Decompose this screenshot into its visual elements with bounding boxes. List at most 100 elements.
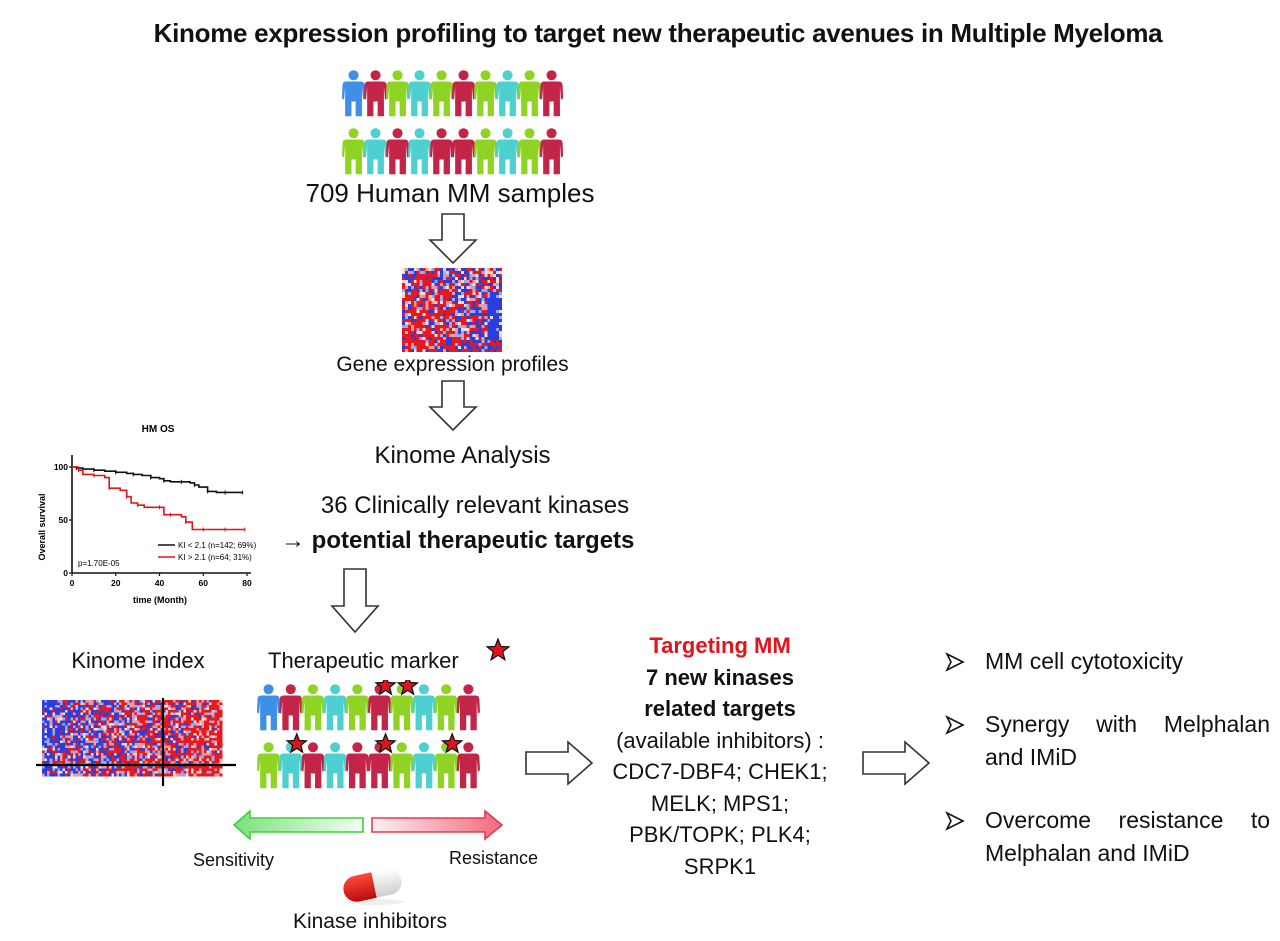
cohort-label: 709 Human MM samples <box>305 178 595 208</box>
resistance-arrow-icon <box>371 809 504 841</box>
kinome-analysis-label: Kinome Analysis <box>374 442 551 469</box>
down-arrow-icon <box>428 380 478 432</box>
targeting-line3: (available inhibitors) : <box>616 727 824 753</box>
person-icon <box>323 742 347 789</box>
x-tick-label: 80 <box>242 578 252 588</box>
sensitivity-arrow-icon <box>232 809 364 841</box>
right-arrow-icon: → <box>281 527 305 554</box>
star-icon <box>285 732 309 754</box>
cohort-people <box>342 70 564 175</box>
person-icon <box>496 128 520 175</box>
targets-label: potential therapeutic targets <box>311 527 635 554</box>
person-icon <box>279 684 303 731</box>
outcome-text: Overcome resistance to Melphalan and IMi… <box>985 807 1270 866</box>
person-icon <box>540 70 564 117</box>
person-icon <box>452 70 476 117</box>
person-icon <box>390 742 414 789</box>
person-icon <box>364 128 388 175</box>
down-arrow-icon <box>330 568 380 634</box>
person-icon <box>430 128 454 175</box>
figure-title: Kinome expression profiling to target ne… <box>153 18 1163 48</box>
person-icon <box>342 128 366 175</box>
y-tick-label: 0 <box>63 568 68 578</box>
person-icon <box>412 742 436 789</box>
outcome-item: Overcome resistance to Melphalan and IMi… <box>945 804 1270 870</box>
chart-ylabel: Overall survival <box>37 493 47 560</box>
outcome-text: MM cell cytotoxicity <box>985 648 1184 674</box>
person-icon <box>412 684 436 731</box>
person-icon <box>345 742 369 789</box>
legend-label: KI > 2.1 (n=64; 31%) <box>178 553 252 562</box>
outcomes-list: MM cell cytotoxicity Synergy with Melpha… <box>945 645 1270 900</box>
targeting-heading: Targeting MM <box>649 633 791 658</box>
kinome-index-label: Kinome index <box>71 648 205 673</box>
person-icon <box>456 742 480 789</box>
x-tick-label: 40 <box>155 578 165 588</box>
right-arrow-icon <box>525 740 594 786</box>
chart-title: HM OS <box>142 424 175 435</box>
survival-curve <box>72 466 245 531</box>
star-icon <box>374 732 397 754</box>
sensitivity-label: Sensitivity <box>193 850 275 870</box>
chart-annotation: p=1.70E-05 <box>78 559 120 568</box>
survival-curve <box>72 466 243 494</box>
person-icon <box>323 684 347 731</box>
right-arrow-icon <box>862 740 931 786</box>
person-icon <box>456 684 480 731</box>
arrowhead-bullet-icon <box>945 715 965 735</box>
outcome-item: MM cell cytotoxicity <box>945 645 1270 678</box>
star-icon <box>374 680 397 696</box>
x-tick-label: 20 <box>111 578 121 588</box>
person-icon <box>345 684 369 731</box>
x-tick-label: 0 <box>70 578 75 588</box>
person-icon <box>452 128 476 175</box>
therapeutic-marker-label: Therapeutic marker <box>268 648 459 673</box>
legend-label: KI < 2.1 (n=142; 69%) <box>178 541 257 550</box>
star-icon <box>440 732 464 754</box>
person-icon <box>430 70 454 117</box>
kinase-list-line: SRPK1 <box>683 853 757 879</box>
person-icon <box>301 684 325 731</box>
kinase-list-line: MELK; MPS1; <box>650 790 790 816</box>
person-icon <box>257 742 281 789</box>
person-icon <box>342 70 366 117</box>
person-icon <box>518 128 542 175</box>
person-icon <box>474 70 498 117</box>
resistance-label: Resistance <box>449 848 539 868</box>
y-tick-label: 50 <box>59 515 69 525</box>
targeting-line1: 7 new kinases <box>646 664 794 690</box>
gene-expression-label: Gene expression profiles <box>336 353 569 376</box>
therapeutic-marker-people <box>257 680 480 789</box>
person-icon <box>257 684 281 731</box>
person-icon <box>386 70 410 117</box>
arrowhead-bullet-icon <box>945 811 965 831</box>
person-icon <box>364 70 388 117</box>
person-icon <box>386 128 410 175</box>
targeting-line2: related targets <box>644 696 796 721</box>
star-icon <box>486 638 510 662</box>
star-icon <box>396 680 420 696</box>
y-tick-label: 100 <box>54 462 68 472</box>
survival-chart: HM OS Overall survival time (Month) p=1.… <box>37 424 257 605</box>
kinase-list-line: PBK/TOPK; PLK4; <box>629 822 811 847</box>
person-icon <box>434 684 458 731</box>
person-icon <box>408 70 432 117</box>
person-icon <box>408 128 432 175</box>
kinases-label: 36 Clinically relevant kinases <box>320 492 630 519</box>
outcome-text: Synergy with Melphalan and IMiD <box>985 711 1270 770</box>
x-tick-label: 60 <box>199 578 209 588</box>
targets-line: → potential therapeutic targets <box>281 527 634 555</box>
gene-expression-heatmap <box>402 268 502 352</box>
kinome-index-heatmap <box>36 698 236 786</box>
person-icon <box>540 128 564 175</box>
pill-capsule-icon <box>343 868 404 905</box>
targeting-block: Targeting MM 7 new kinases related targe… <box>560 630 880 882</box>
person-icon <box>496 70 520 117</box>
arrowhead-bullet-icon <box>945 652 965 672</box>
outcome-item: Synergy with Melphalan and IMiD <box>945 708 1270 774</box>
person-icon <box>301 742 325 789</box>
person-icon <box>518 70 542 117</box>
kinase-inhibitors-label: Kinase inhibitors <box>292 910 448 933</box>
chart-xlabel: time (Month) <box>133 595 187 605</box>
person-icon <box>474 128 498 175</box>
